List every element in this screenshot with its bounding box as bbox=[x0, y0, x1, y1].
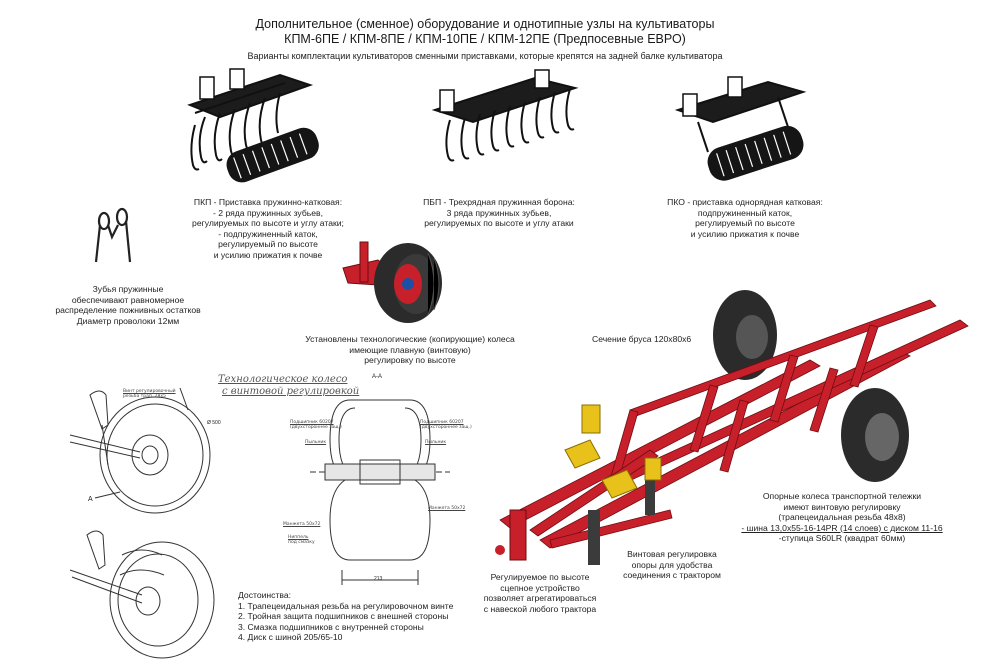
advantages-list: Достоинства: 1. Трапецеидальная резьба н… bbox=[238, 590, 454, 643]
page-subtitle: Варианты комплектации культиваторов смен… bbox=[247, 51, 723, 61]
pbp-harrow-image bbox=[431, 69, 579, 162]
page-title-line1: Дополнительное (сменное) оборудование и … bbox=[255, 17, 715, 31]
screw-label: Винт регулировочный резьба трап. 28х5 bbox=[123, 389, 176, 399]
drawing-title: Технологическое колесо с винтовой регули… bbox=[218, 374, 360, 397]
pkp-caption: ПКП - Приставка пружинно-катковая: - 2 р… bbox=[192, 197, 344, 260]
cuff-left-label: Манжета 50х72 bbox=[283, 522, 321, 527]
section-label: А-А bbox=[372, 374, 383, 380]
transport-wheels-note: Опорные колеса транспортной тележки имею… bbox=[741, 491, 943, 544]
gauge-wheel-note: Установлены технологические (копирующие)… bbox=[305, 334, 515, 366]
wheel-side-drawing bbox=[69, 387, 211, 514]
spring-tooth-image bbox=[94, 207, 132, 263]
screw-support-note: Винтовая регулировка опоры для удобства … bbox=[623, 549, 721, 581]
transport-cart-image bbox=[495, 290, 969, 565]
page-title-line2: КПМ-6ПЕ / КПМ-8ПЕ / КПМ-10ПЕ / КПМ-12ПЕ … bbox=[284, 32, 686, 46]
wheel-section-drawing bbox=[310, 399, 450, 585]
pko-caption: ПКО - приставка однорядная катковая: под… bbox=[667, 197, 823, 239]
grease-nipple-label: Ниппель под смазку bbox=[288, 535, 315, 545]
hitch-note: Регулируемое по высоте сцепное устройств… bbox=[483, 572, 597, 614]
pko-roller-image bbox=[674, 76, 807, 181]
bearing-left-label: Подшипник 60207 (двухстороннее защ.) bbox=[290, 420, 342, 430]
beam-section-note: Сечение бруса 120х80х6 bbox=[592, 334, 692, 344]
bearing-right-label: Подшипник 60207 (двухстороннее защ.) bbox=[420, 420, 472, 430]
pkp-attachment-image bbox=[187, 68, 319, 183]
teeth-note: Зубья пружинные обеспечивают равномерное… bbox=[55, 284, 201, 326]
width-dim: 213 bbox=[374, 576, 383, 582]
diameter-dim: Ø 500 bbox=[207, 420, 221, 426]
pbp-caption: ПБП - Трехрядная пружинная борона: 3 ряд… bbox=[423, 197, 575, 229]
boot-left-label: Пыльник bbox=[305, 440, 327, 445]
section-mark-a: А bbox=[88, 496, 93, 503]
boot-right-label: Пыльник bbox=[425, 440, 447, 445]
gauge-wheel-image bbox=[342, 241, 442, 323]
cuff-right-label: Манжета 50х72 bbox=[428, 506, 466, 511]
wheel-side-drawing-2 bbox=[69, 530, 215, 659]
